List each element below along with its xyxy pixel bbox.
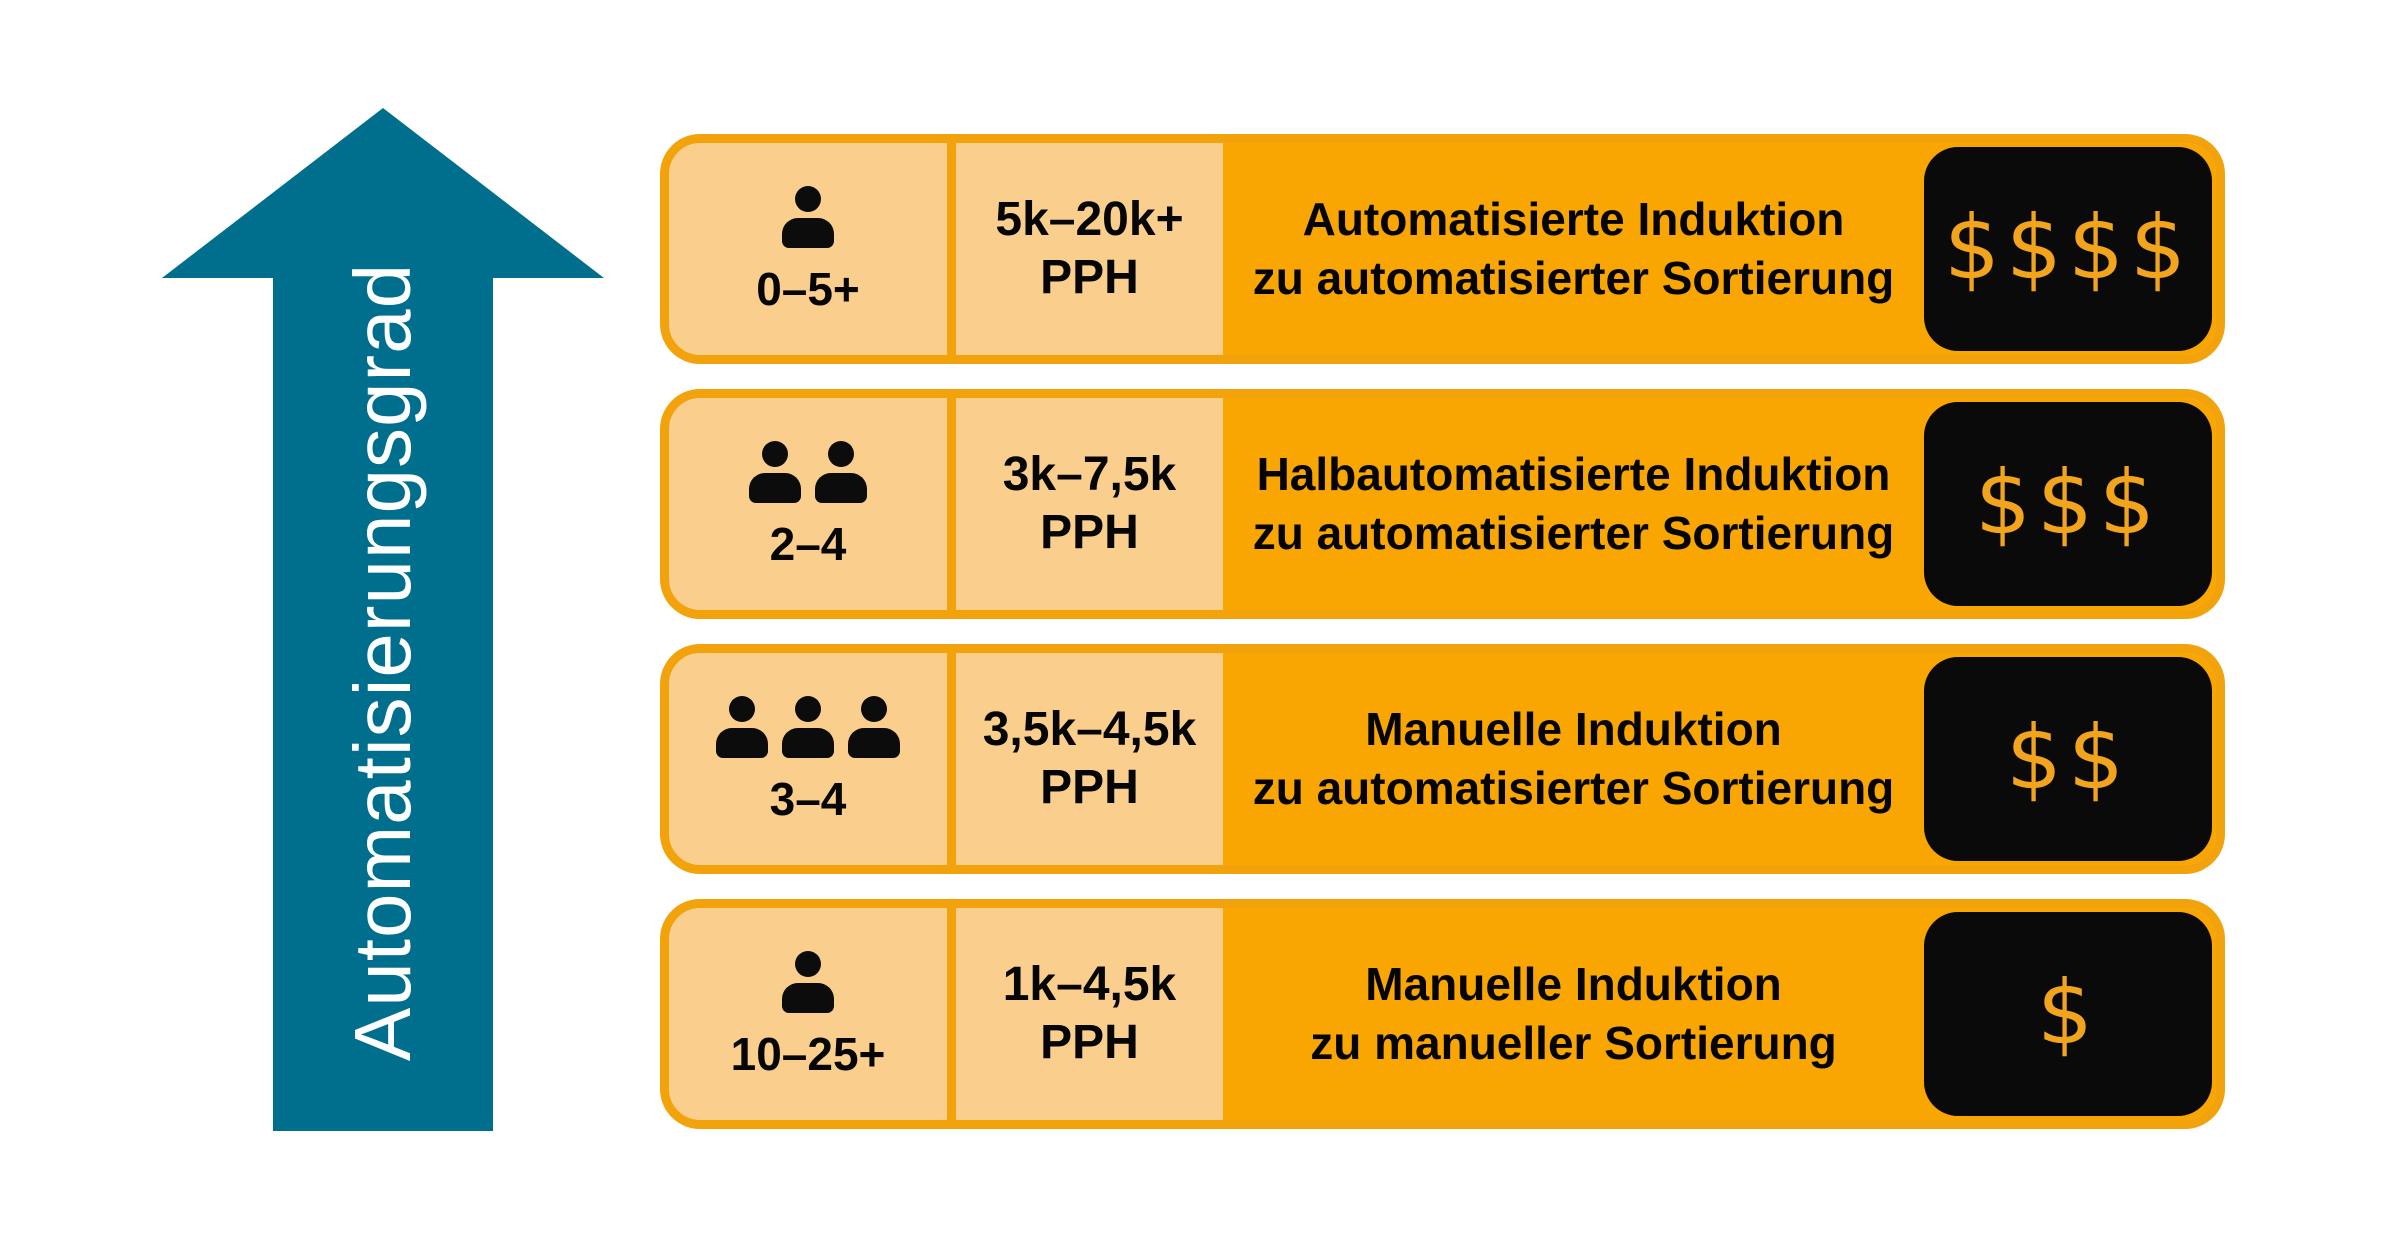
person-body [716,728,768,758]
staff-cell: 2–4 [669,398,947,610]
cell-divider [947,143,956,355]
person-icon [781,951,835,1013]
process-row: 2–4 3k–7,5k PPH Halbautomatisierte Induk… [660,389,2225,619]
cost-badge: $$ [1924,657,2212,861]
process-title-line1: Halbautomatisierte Induktion [1256,448,1891,501]
person-body [848,728,900,758]
cell-divider [947,398,956,610]
person-body [782,218,834,248]
throughput-unit: PPH [1040,506,1139,559]
staff-cell: 10–25+ [669,908,947,1120]
up-arrow-icon [162,108,604,1131]
axis-label: Automatisierungsgrad [338,262,427,1062]
process-title-line1: Manuelle Induktion [1365,958,1782,1011]
process-row: 0–5+ 5k–20k+ PPH Automatisierte Induktio… [660,134,2225,364]
process-main-section: Manuelle Induktion zu manueller Sortieru… [1223,908,2216,1120]
process-rows: 0–5+ 5k–20k+ PPH Automatisierte Induktio… [660,134,2225,1129]
cost-badge: $$$ [1924,402,2212,606]
process-title-cell: Manuelle Induktion zu manueller Sortieru… [1223,908,1924,1120]
throughput-text: 3,5k–4,5k PPH [983,701,1197,816]
throughput-cell: 3k–7,5k PPH [956,398,1223,610]
process-row: 10–25+ 1k–4,5k PPH Manuelle Induktion zu… [660,899,2225,1129]
person-icon [781,186,835,248]
process-main-section: Manuelle Induktion zu automatisierter So… [1223,653,2216,865]
dollar-signs-icon: $ [2037,960,2099,1064]
process-main-section: Automatisierte Induktion zu automatisier… [1223,143,2216,355]
process-title-line2: zu manueller Sortierung [1310,1017,1837,1069]
person-body [782,728,834,758]
people-icons [781,186,835,248]
person-icon [814,441,868,503]
throughput-cell: 5k–20k+ PPH [956,143,1223,355]
person-head [762,441,788,467]
throughput-text: 3k–7,5k PPH [1003,446,1177,561]
people-icons [748,441,868,503]
throughput-cell: 3,5k–4,5k PPH [956,653,1223,865]
person-icon [781,696,835,758]
person-icon [715,696,769,758]
dollar-signs-icon: $$$ [1975,450,2161,554]
dollar-signs-icon: $$$$ [1944,195,2192,299]
staff-cell: 3–4 [669,653,947,865]
cell-divider [947,653,956,865]
staff-cell: 0–5+ [669,143,947,355]
person-head [729,696,755,722]
process-title-line1: Manuelle Induktion [1365,703,1782,756]
person-body [782,983,834,1013]
throughput-unit: PPH [1040,761,1139,814]
throughput-cell: 1k–4,5k PPH [956,908,1223,1120]
process-title-line1: Automatisierte Induktion [1302,193,1845,246]
person-head [795,186,821,212]
throughput-text: 5k–20k+ PPH [995,191,1183,306]
throughput-unit: PPH [1040,251,1139,304]
people-icons [781,951,835,1013]
throughput-range: 3k–7,5k [1002,448,1177,502]
process-title-line2: zu automatisierter Sortierung [1252,252,1895,304]
throughput-text: 1k–4,5k PPH [1003,956,1177,1071]
person-icon [748,441,802,503]
process-title-cell: Automatisierte Induktion zu automatisier… [1223,143,1924,355]
process-row: 3–4 3,5k–4,5k PPH Manuelle Induktion zu … [660,644,2225,874]
dollar-signs-icon: $$ [2006,705,2130,809]
process-title-cell: Manuelle Induktion zu automatisierter So… [1223,653,1924,865]
person-body [749,473,801,503]
person-head [828,441,854,467]
person-body [815,473,867,503]
staff-range-label: 10–25+ [730,1028,886,1080]
cell-divider [947,908,956,1120]
person-head [861,696,887,722]
process-title-cell: Halbautomatisierte Induktion zu automati… [1223,398,1924,610]
process-main-section: Halbautomatisierte Induktion zu automati… [1223,398,2216,610]
cost-badge: $$$$ [1924,147,2212,351]
process-title-line2: zu automatisierter Sortierung [1252,507,1895,559]
throughput-range: 1k–4,5k [1002,958,1177,1012]
staff-range-label: 2–4 [769,518,847,570]
people-icons [715,696,901,758]
throughput-range: 5k–20k+ [995,193,1184,247]
throughput-unit: PPH [1040,1016,1139,1069]
throughput-range: 3,5k–4,5k [982,703,1197,757]
staff-range-label: 0–5+ [756,263,860,315]
automation-axis: Automatisierungsgrad [0,0,700,1260]
person-head [795,951,821,977]
person-head [795,696,821,722]
cost-badge: $ [1924,912,2212,1116]
person-icon [847,696,901,758]
process-title-line2: zu automatisierter Sortierung [1252,762,1895,814]
staff-range-label: 3–4 [769,773,847,825]
